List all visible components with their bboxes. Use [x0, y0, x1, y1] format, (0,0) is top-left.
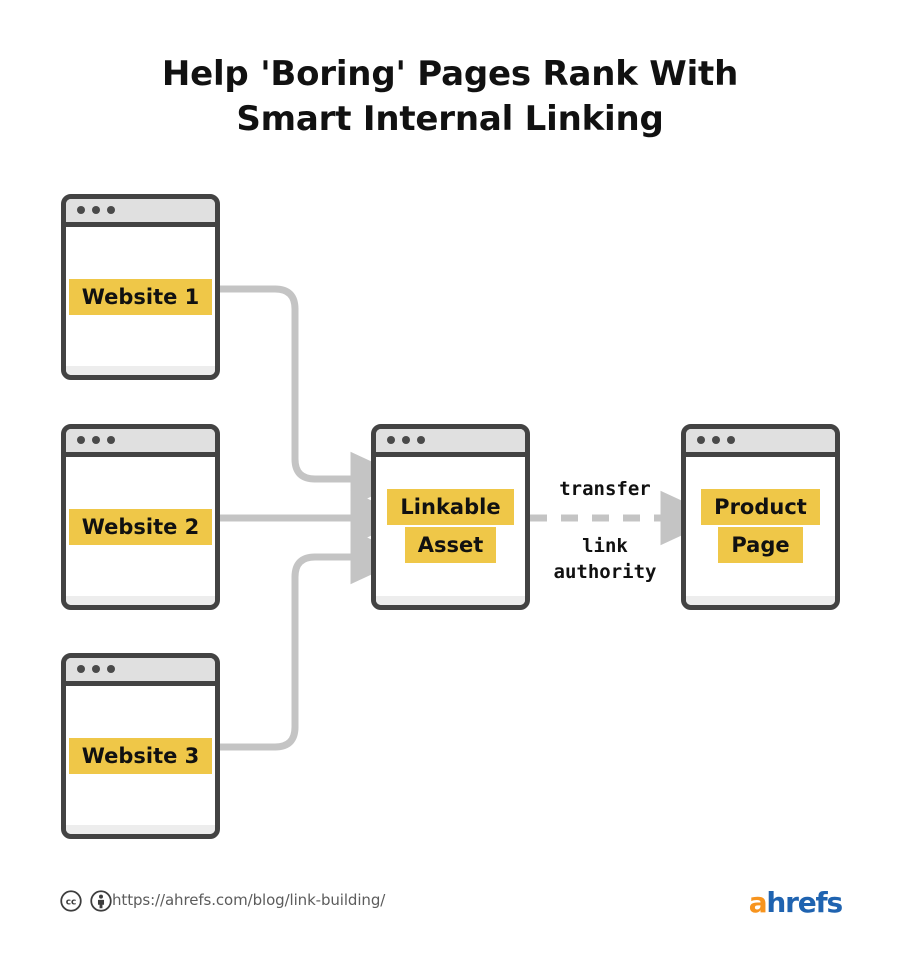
window-dot-icon: [107, 206, 115, 214]
linkable-asset-label-line2: Asset: [404, 527, 497, 563]
window-footer-strip: [376, 596, 525, 605]
window-body: Product Page: [686, 462, 835, 596]
window-titlebar: [686, 429, 835, 457]
ahrefs-logo-a: a: [748, 886, 768, 919]
window-footer-strip: [66, 366, 215, 375]
website-3-label: Website 3: [68, 738, 213, 774]
connector-label-transfer: transfer: [559, 478, 651, 500]
window-dots: [77, 665, 115, 673]
window-dot-icon: [77, 436, 85, 444]
window-dot-icon: [402, 436, 410, 444]
website-3-label-wrap: Website 3: [66, 737, 215, 775]
window-dot-icon: [697, 436, 705, 444]
window-dot-icon: [107, 665, 115, 673]
window-dot-icon: [77, 206, 85, 214]
website-2-label: Website 2: [68, 509, 213, 545]
window-footer-strip: [686, 596, 835, 605]
window-titlebar: [66, 658, 215, 686]
product-page-label-line1: Product: [701, 489, 820, 525]
window-dots: [697, 436, 735, 444]
linkable-asset-label-wrap: Linkable Asset: [376, 488, 525, 564]
connector-label-link-authority: link authority: [553, 535, 657, 583]
window-product-page[interactable]: Product Page: [681, 424, 840, 610]
window-dot-icon: [92, 206, 100, 214]
product-page-label-wrap: Product Page: [686, 488, 835, 564]
window-body: Website 3: [66, 691, 215, 825]
window-linkable-asset[interactable]: Linkable Asset: [371, 424, 530, 610]
page-title: Help 'Boring' Pages Rank With Smart Inte…: [161, 54, 739, 139]
cc-by-icon: [90, 890, 112, 912]
window-titlebar: [66, 429, 215, 457]
window-dot-icon: [727, 436, 735, 444]
connector-website1-to-asset: [220, 285, 410, 507]
window-footer-strip: [66, 825, 215, 834]
window-dot-icon: [107, 436, 115, 444]
window-dots: [387, 436, 425, 444]
window-titlebar: [376, 429, 525, 457]
window-body: Website 1: [66, 232, 215, 366]
linkable-asset-label-line1: Linkable: [387, 489, 514, 525]
product-page-label-line2: Page: [718, 527, 803, 563]
connector-website3-to-asset: [220, 529, 410, 751]
window-dot-icon: [77, 665, 85, 673]
window-dot-icon: [417, 436, 425, 444]
window-dot-icon: [92, 665, 100, 673]
ahrefs-logo[interactable]: ahrefs: [748, 886, 843, 919]
window-footer-strip: [66, 596, 215, 605]
window-body: Linkable Asset: [376, 462, 525, 596]
website-1-label-wrap: Website 1: [66, 278, 215, 316]
window-dot-icon: [712, 436, 720, 444]
website-2-label-wrap: Website 2: [66, 508, 215, 546]
window-dot-icon: [387, 436, 395, 444]
window-dot-icon: [92, 436, 100, 444]
website-1-label: Website 1: [68, 279, 213, 315]
window-website-3[interactable]: Website 3: [61, 653, 220, 839]
window-website-1[interactable]: Website 1: [61, 194, 220, 380]
window-titlebar: [66, 199, 215, 227]
source-url[interactable]: https://ahrefs.com/blog/link-building/: [112, 891, 386, 909]
window-dots: [77, 206, 115, 214]
window-website-2[interactable]: Website 2: [61, 424, 220, 610]
ahrefs-logo-text: hrefs: [766, 886, 843, 919]
license-icons: cc: [60, 890, 112, 912]
cc-icon: cc: [60, 890, 82, 912]
svg-text:cc: cc: [66, 898, 77, 908]
window-dots: [77, 436, 115, 444]
window-body: Website 2: [66, 462, 215, 596]
